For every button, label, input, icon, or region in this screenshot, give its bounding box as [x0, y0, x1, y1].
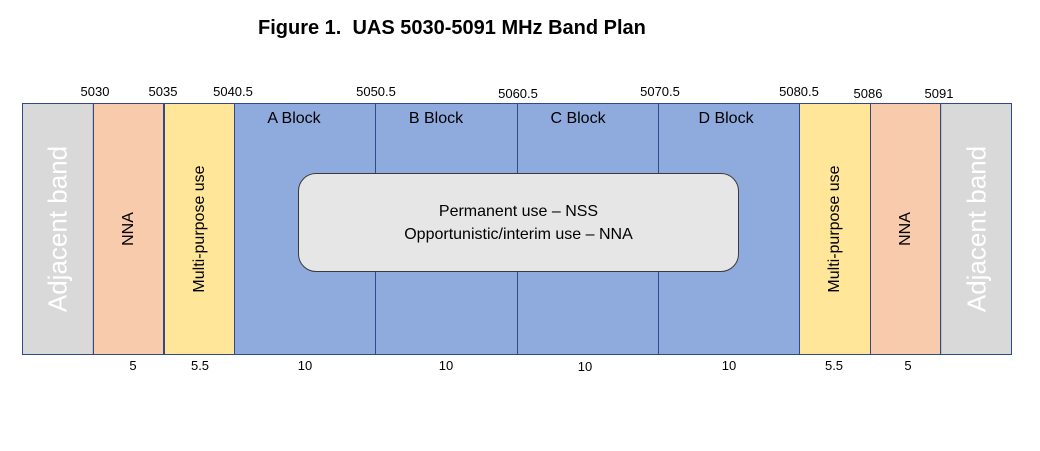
bandwidth-label: 10	[577, 359, 593, 374]
bandwidth-label: 10	[438, 358, 454, 373]
block-label-d: D Block	[698, 110, 754, 127]
segment-label: NNA	[119, 212, 137, 246]
block-label-c: C Block	[550, 110, 606, 127]
freq-label: 5080.5	[779, 84, 819, 99]
freq-label: 5030	[80, 84, 110, 99]
segment-label: Adjacent band	[42, 145, 72, 313]
usage-callout: Permanent use – NSS Opportunistic/interi…	[298, 173, 739, 272]
bandwidth-label: 5.5	[190, 358, 210, 373]
freq-label: 5070.5	[640, 84, 680, 99]
segment-label: Adjacent band	[961, 145, 991, 313]
block-label-a: A Block	[267, 110, 321, 127]
segment-label: Multi-purpose use	[826, 165, 843, 293]
freq-label: 5035	[148, 84, 178, 99]
bandwidth-label: 5.5	[824, 358, 844, 373]
bandwidth-label: 10	[721, 358, 737, 373]
freq-label: 5040.5	[213, 84, 253, 99]
multi-purpose-segment-left: Multi-purpose use	[164, 103, 235, 355]
freq-label: 5060.5	[498, 86, 538, 101]
callout-line-nna: Opportunistic/interim use – NNA	[404, 225, 633, 243]
freq-label: 5086	[853, 86, 883, 101]
bandwidth-label: 5	[129, 358, 137, 373]
nna-segment-left: NNA	[93, 103, 164, 355]
figure-title: Figure 1. UAS 5030-5091 MHz Band Plan	[258, 17, 646, 39]
adjacent-band-left: Adjacent band	[22, 103, 93, 355]
block-label-b: B Block	[408, 110, 464, 127]
nna-segment-right: NNA	[870, 103, 941, 355]
freq-label: 5050.5	[356, 84, 396, 99]
freq-label: 5091	[924, 86, 954, 101]
bandwidth-label: 5	[904, 358, 912, 373]
multi-purpose-segment-right: Multi-purpose use	[799, 103, 871, 355]
callout-line-nss: Permanent use – NSS	[438, 202, 599, 220]
segment-label: Multi-purpose use	[190, 165, 208, 293]
segment-label: NNA	[896, 212, 914, 246]
adjacent-band-right: Adjacent band	[941, 103, 1012, 355]
bandwidth-label: 10	[297, 358, 313, 373]
